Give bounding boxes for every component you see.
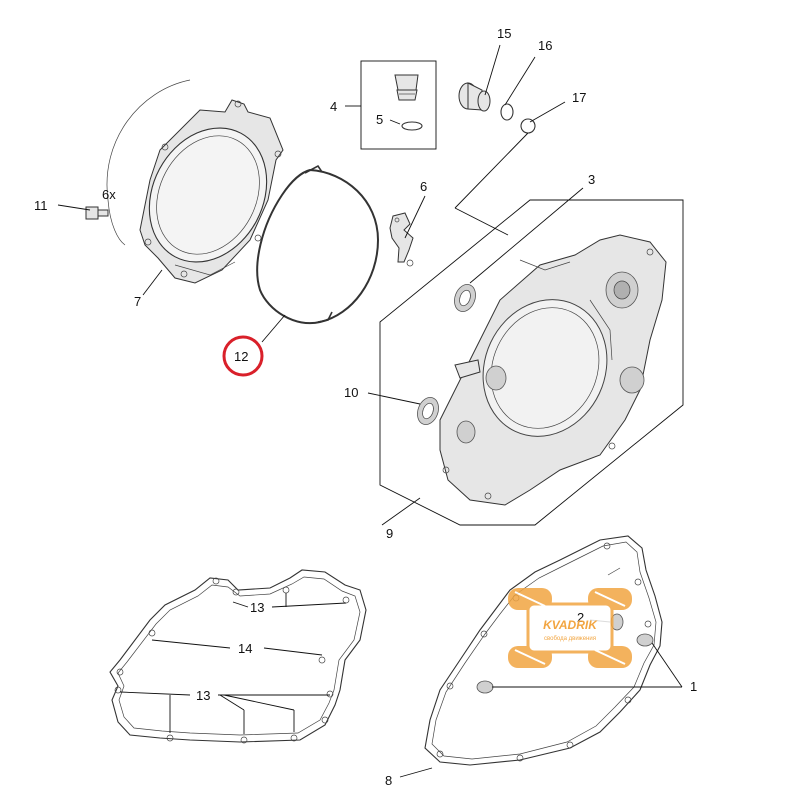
part-1-dowels — [476, 633, 683, 694]
part-9-crankcase-cover — [379, 199, 684, 526]
part-12-gasket — [256, 164, 380, 343]
kvadrik-logo-watermark — [508, 588, 632, 668]
callout-10: 10 — [344, 385, 358, 400]
callout-3: 3 — [588, 172, 595, 187]
callout-1: 1 — [690, 679, 697, 694]
callout-15: 15 — [497, 26, 511, 41]
part-3-seal — [454, 284, 476, 312]
part-6-bracket — [389, 195, 426, 267]
part-11-bolt — [57, 79, 191, 246]
part-15-17-group — [454, 44, 566, 236]
highlight-circle — [222, 335, 264, 377]
part-10-seal — [367, 392, 439, 425]
callout-6: 6 — [420, 179, 427, 194]
callout-13-top: 13 — [250, 600, 264, 615]
callout-13-bottom: 13 — [196, 688, 210, 703]
callout-17: 17 — [572, 90, 586, 105]
callout-labels: 15 16 17 4 5 3 6 11 6x 7 12 10 9 13 14 1… — [34, 26, 697, 788]
watermark-brand: KVADRIK — [543, 618, 598, 632]
leader-3 — [469, 187, 584, 284]
part-14-gasket — [109, 569, 367, 744]
callout-8: 8 — [385, 773, 392, 788]
callout-11: 11 — [34, 198, 48, 213]
watermark-tagline: свобода движения — [544, 636, 596, 642]
callout-4: 4 — [330, 99, 337, 114]
part-7-clutch-cover — [139, 99, 284, 296]
callout-2: 2 — [577, 610, 584, 625]
callout-12: 12 — [234, 349, 248, 364]
callout-9: 9 — [386, 526, 393, 541]
callout-16: 16 — [538, 38, 552, 53]
callout-6x: 6x — [102, 187, 116, 202]
part-4-plug-group — [345, 60, 437, 150]
callout-14: 14 — [238, 641, 252, 656]
callout-7: 7 — [134, 294, 141, 309]
callout-5: 5 — [376, 112, 383, 127]
